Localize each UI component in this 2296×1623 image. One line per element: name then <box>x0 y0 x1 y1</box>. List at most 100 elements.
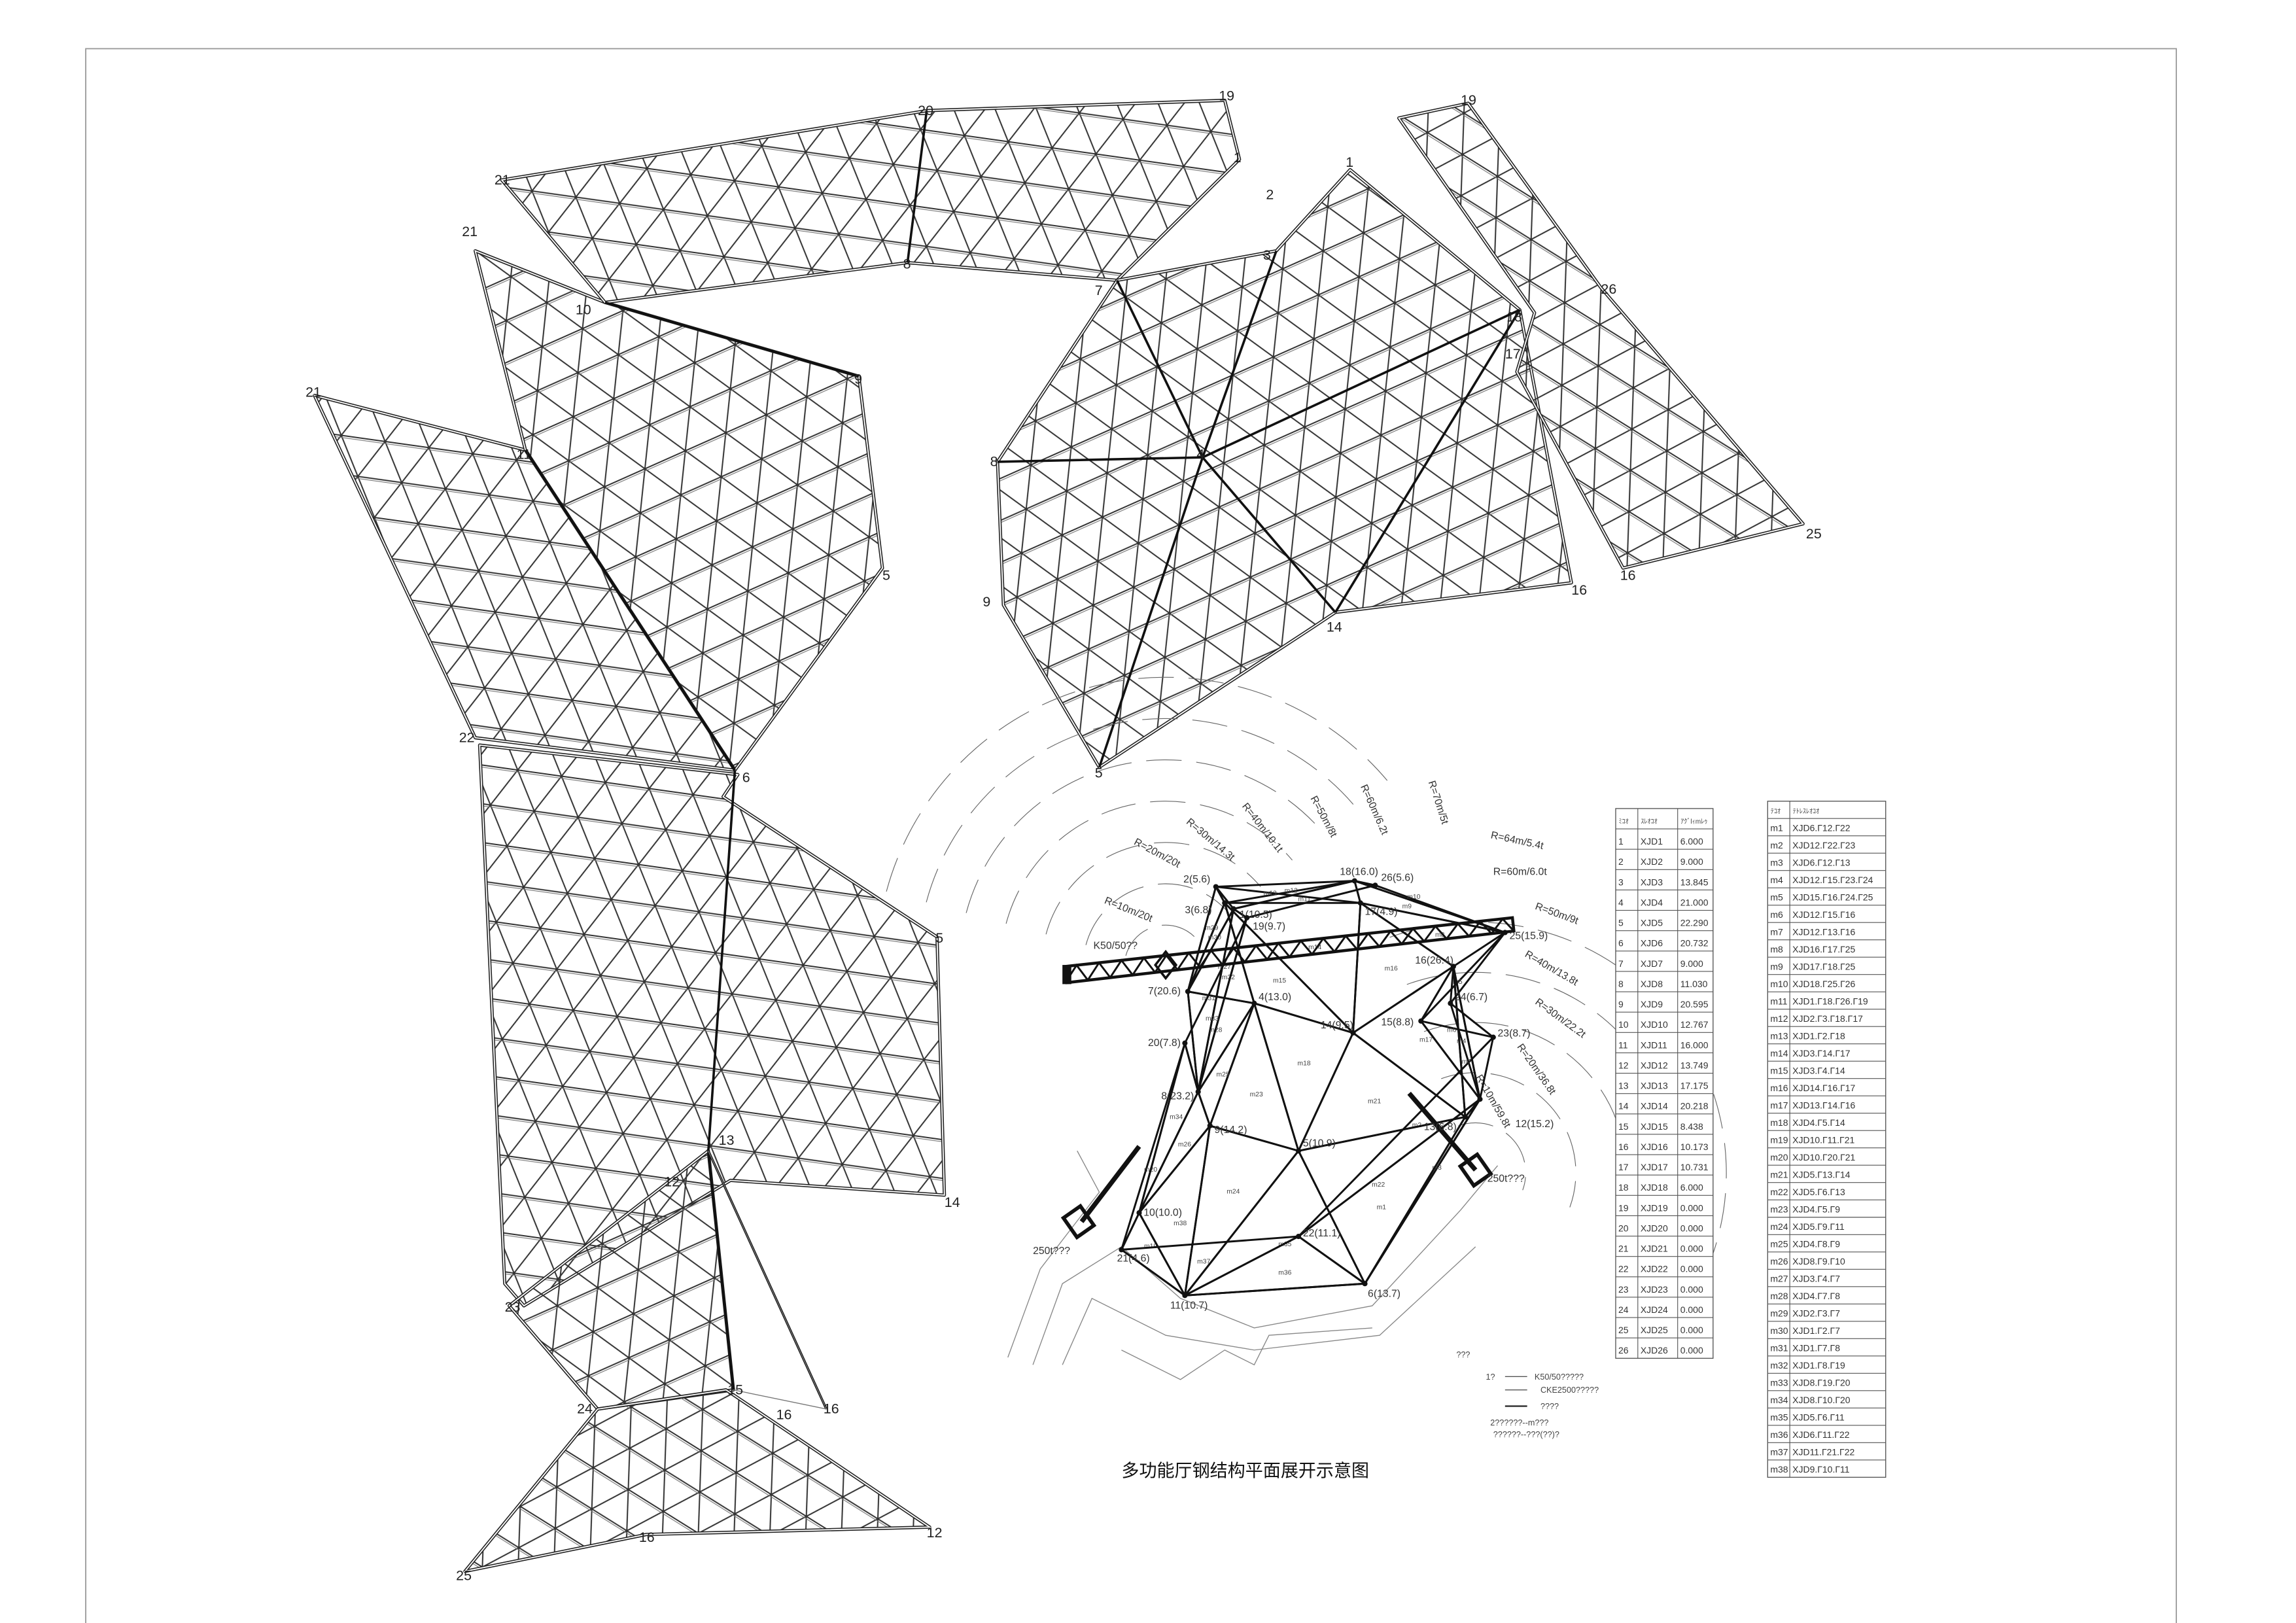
table-cell: XJD5.Γ9.Γ11 <box>1792 1221 1845 1232</box>
node-label: 15(8.8) <box>1381 1017 1414 1028</box>
table-cell: m15 <box>1770 1066 1788 1076</box>
member-label: m22 <box>1372 1181 1385 1189</box>
table-cell: XJD15.Γ16.Γ24.Γ25 <box>1792 892 1873 903</box>
radius-capacity-label: R=64m/5.4t <box>1489 829 1544 852</box>
table-cell: 11.030 <box>1680 979 1708 989</box>
table-cell: XJD22 <box>1641 1264 1668 1274</box>
plan-node-label: 16 <box>1571 582 1587 598</box>
table-cell: XJD1.Γ8.Γ19 <box>1792 1360 1845 1370</box>
table-cell: m34 <box>1770 1395 1788 1405</box>
member-label: m24 <box>1226 1189 1240 1196</box>
table-cell: XJD6.Γ11.Γ22 <box>1792 1429 1850 1440</box>
table-cell: XJD8.Γ10.Γ20 <box>1792 1395 1851 1405</box>
table-cell: 11 <box>1618 1039 1628 1050</box>
table-cell: XJD3.Γ14.Γ17 <box>1792 1048 1851 1058</box>
legend-item: 1? <box>1486 1372 1495 1382</box>
node-point <box>1230 906 1236 912</box>
table-cell: 6 <box>1618 938 1624 949</box>
member-label: m35 <box>1278 1241 1291 1248</box>
tower-crane-radius-arc <box>886 676 1388 892</box>
table-cell: XJD4 <box>1641 897 1663 907</box>
node-label: 12(15.2) <box>1516 1119 1554 1130</box>
member-label: m4 <box>1457 1038 1467 1045</box>
node-label: 13(6.8) <box>1424 1122 1457 1133</box>
member-label: m12 <box>1285 888 1298 895</box>
table-cell: m24 <box>1770 1221 1788 1232</box>
table-cell: 25 <box>1618 1325 1629 1335</box>
table-cell: 20.595 <box>1680 999 1709 1009</box>
table-cell: m28 <box>1770 1291 1788 1301</box>
table-cell: 19 <box>1618 1202 1629 1213</box>
table-cell: m5 <box>1770 892 1783 903</box>
member-label: m5 <box>1453 979 1463 986</box>
table-border <box>1767 801 1887 1478</box>
node-point <box>1195 1089 1201 1095</box>
member-label: m2 <box>1412 1122 1422 1129</box>
node-label: 10(10.0) <box>1143 1207 1182 1218</box>
tower-crane-lattice <box>1064 917 1515 983</box>
tower-crane-radius-arc <box>926 718 1356 903</box>
table-cell: XJD18 <box>1641 1182 1668 1193</box>
plan-node-label: 7 <box>1095 283 1103 298</box>
member-label: m13 <box>1264 890 1277 897</box>
node-point <box>1213 884 1219 890</box>
plan-node-label: 16 <box>639 1529 655 1545</box>
member-label: m34 <box>1170 1113 1183 1121</box>
table-cell: XJD20 <box>1641 1223 1668 1233</box>
node-label: 17(4.9) <box>1365 906 1398 917</box>
crawler-crane-label: 250t??? <box>1033 1246 1070 1257</box>
member-label: m15 <box>1273 977 1286 985</box>
table-cell: 22.290 <box>1680 918 1709 928</box>
node-point <box>1448 1000 1453 1006</box>
table-cell: XJD6.Γ12.Γ22 <box>1792 822 1851 833</box>
table-cell: 13.845 <box>1680 877 1709 887</box>
table-row: m24 XJD5.Γ9.Γ11 <box>1770 1221 1845 1232</box>
plan-node-label: 19 <box>1219 88 1234 103</box>
member-label: m17 <box>1419 1036 1433 1043</box>
plan-node-label: 16 <box>776 1407 792 1423</box>
node-label: 6(13.7) <box>1368 1289 1400 1300</box>
table-cell: m10 <box>1770 979 1788 989</box>
table-cell: m6 <box>1770 909 1783 920</box>
table-cell: XJD3.Γ4.Γ7 <box>1792 1274 1840 1284</box>
table-cell: XJD23 <box>1641 1284 1668 1295</box>
node-point <box>1462 1114 1468 1120</box>
node-point <box>1351 878 1357 884</box>
member-label: m16 <box>1385 965 1398 972</box>
table-cell: m23 <box>1770 1204 1788 1215</box>
plan-node-label: 4 <box>1196 446 1204 462</box>
table-cell: XJD5 <box>1641 918 1663 928</box>
legend-item: CKE2500????? <box>1540 1386 1599 1395</box>
node-point <box>1362 1281 1368 1287</box>
table-cell: XJD4.Γ5.Γ9 <box>1792 1204 1840 1215</box>
table-border <box>1615 808 1714 1359</box>
table-cell: XJD17.Γ18.Γ25 <box>1792 962 1855 972</box>
table-header-cell: ﾃﾄﾚｽﾚｵｺｵ <box>1793 807 1820 815</box>
table-cell: 26 <box>1618 1345 1629 1355</box>
member-m16 <box>1352 901 1455 1034</box>
radius-capacity-label: R=20m/20t <box>1132 837 1183 871</box>
member-label: m3 <box>1433 1164 1442 1172</box>
node-label: 5(10.9) <box>1303 1138 1336 1149</box>
tower-crane-mast <box>1153 949 1178 981</box>
plan-node-label: 20 <box>918 103 933 118</box>
member-m38 <box>1138 1125 1211 1297</box>
legend-note: ??????--???(??)? <box>1493 1430 1559 1439</box>
table-cell: 2 <box>1618 856 1624 867</box>
table-cell: 9 <box>1618 999 1624 1009</box>
node-point <box>1502 930 1508 935</box>
crawler-crane-label: 250t??? <box>1487 1174 1525 1185</box>
table-cell: m21 <box>1770 1170 1788 1180</box>
